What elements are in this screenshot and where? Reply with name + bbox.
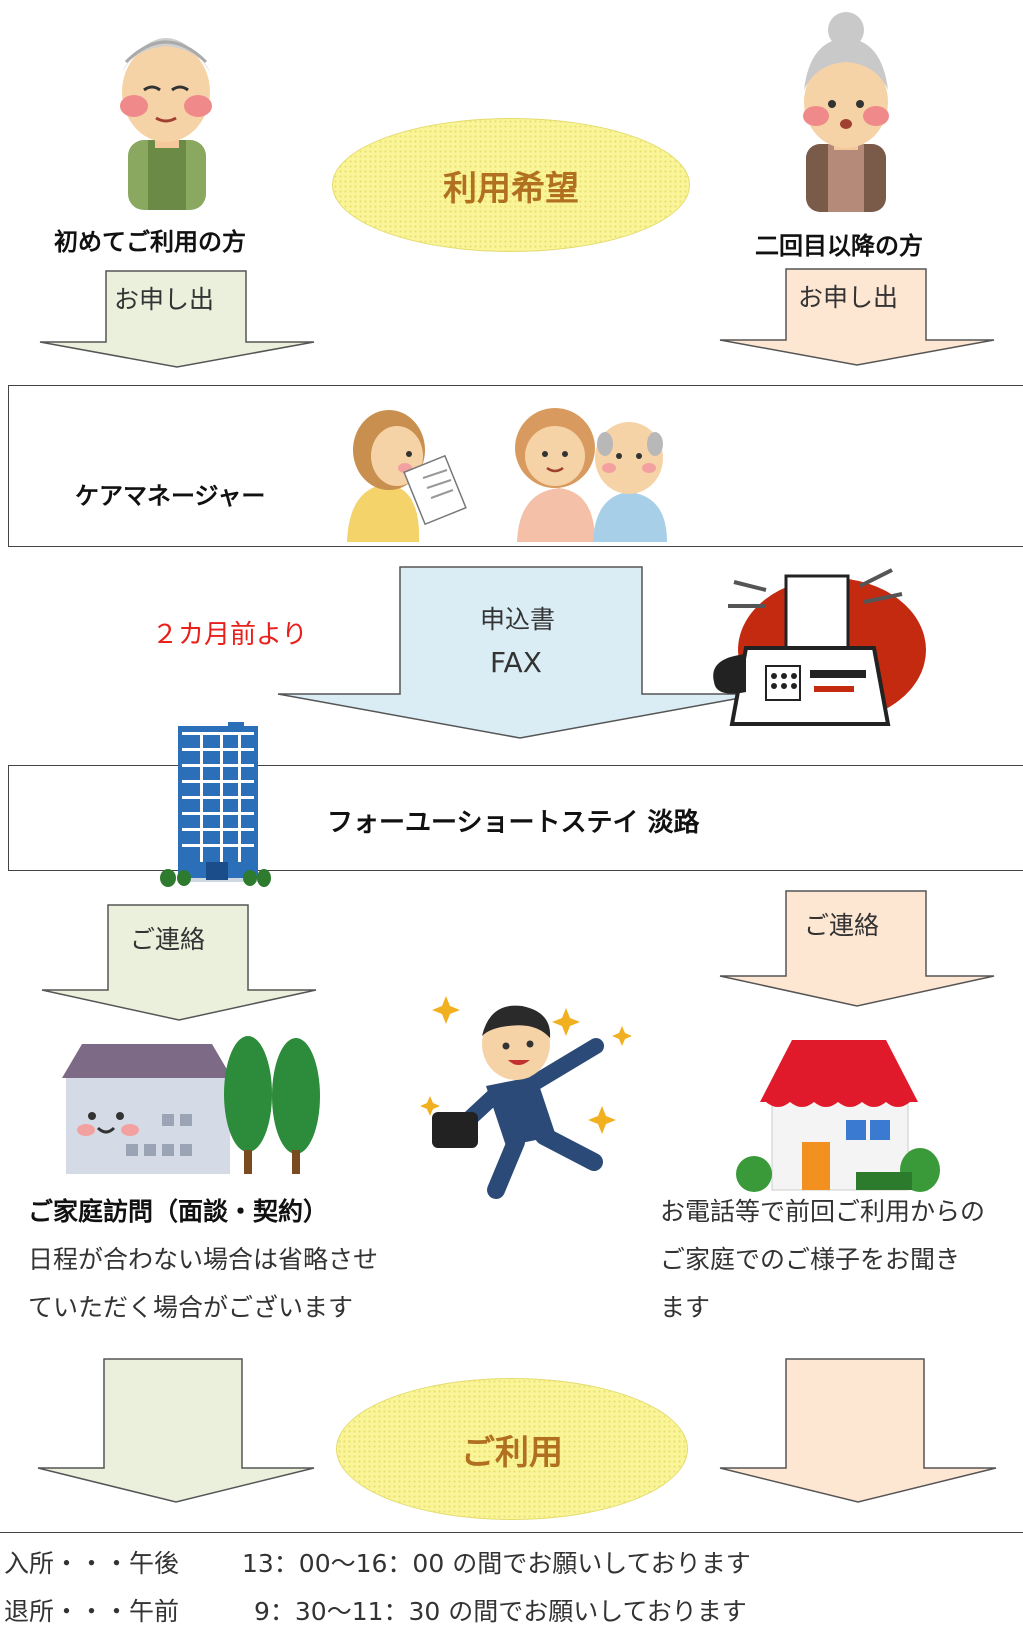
phone-check-block: お電話等で前回ご利用からの ご家庭でのご様子をお聞き ます (660, 1188, 1023, 1332)
home-house-illustration (736, 1032, 942, 1194)
facility-building-icon (160, 722, 271, 892)
application-fax-arrow: 申込書 FAX (276, 566, 764, 740)
checkin-label: 入所・・・午後 (4, 1549, 180, 1578)
fax-label: FAX (490, 646, 542, 679)
schedule-divider (0, 1532, 1023, 1533)
facility-box: フォーユーショートステイ 淡路 (8, 765, 1023, 871)
request-arrow-left: お申し出 (38, 270, 316, 370)
fax-machine-icon (706, 562, 928, 732)
usage-title: ご利用 (461, 1432, 563, 1473)
usage-request-ellipse: 利用希望 (332, 118, 690, 252)
request-arrow-right-label: お申し出 (798, 283, 899, 312)
home-visit-note-line2: ていただく場合がございます (28, 1293, 354, 1322)
care-manager-illustration (339, 392, 479, 542)
usage-request-title: 利用希望 (443, 168, 579, 209)
running-staff-illustration (420, 986, 646, 1199)
phone-check-line1: お電話等で前回ご利用からの (660, 1197, 986, 1226)
facility-house-illustration (62, 1034, 324, 1174)
request-arrow-right: お申し出 (718, 268, 996, 368)
helping-elderly-illustration (497, 392, 687, 542)
application-form-label: 申込書 (480, 605, 556, 634)
two-months-before-note: ２カ月前より (152, 620, 308, 650)
request-arrow-left-label: お申し出 (114, 285, 215, 314)
checkout-label: 退所・・・午前 (4, 1597, 180, 1626)
home-visit-note-line1: 日程が合わない場合は省略させ (28, 1245, 379, 1274)
first-time-user-caption: 初めてご利用の方 (54, 228, 246, 256)
returning-user-caption: 二回目以降の方 (755, 232, 923, 260)
usage-arrow-left (36, 1358, 316, 1504)
usage-ellipse: ご利用 (336, 1378, 688, 1520)
care-manager-box: ケアマネージャー (8, 385, 1023, 547)
contact-arrow-left: ご連絡 (40, 904, 318, 1022)
care-manager-label: ケアマネージャー (75, 482, 266, 510)
facility-name: フォーユーショートステイ 淡路 (327, 808, 700, 838)
first-time-user-illustration (100, 10, 230, 210)
home-visit-block: ご家庭訪問（面談・契約） 日程が合わない場合は省略させ ていただく場合がございま… (28, 1188, 378, 1332)
contact-arrow-left-label: ご連絡 (130, 925, 206, 954)
contact-arrow-right-label: ご連絡 (804, 911, 880, 940)
home-visit-heading: ご家庭訪問（面談・契約） (28, 1197, 329, 1226)
checkout-time: 9：30～11：30 の間でお願いしております (254, 1597, 747, 1626)
contact-arrow-right: ご連絡 (718, 890, 996, 1008)
phone-check-line3: ます (660, 1293, 711, 1322)
returning-user-illustration (780, 12, 910, 212)
phone-check-line2: ご家庭でのご様子をお聞き (660, 1245, 961, 1274)
usage-arrow-right (718, 1358, 998, 1504)
checkin-time: 13：00～16：00 の間でお願いしております (242, 1549, 751, 1578)
